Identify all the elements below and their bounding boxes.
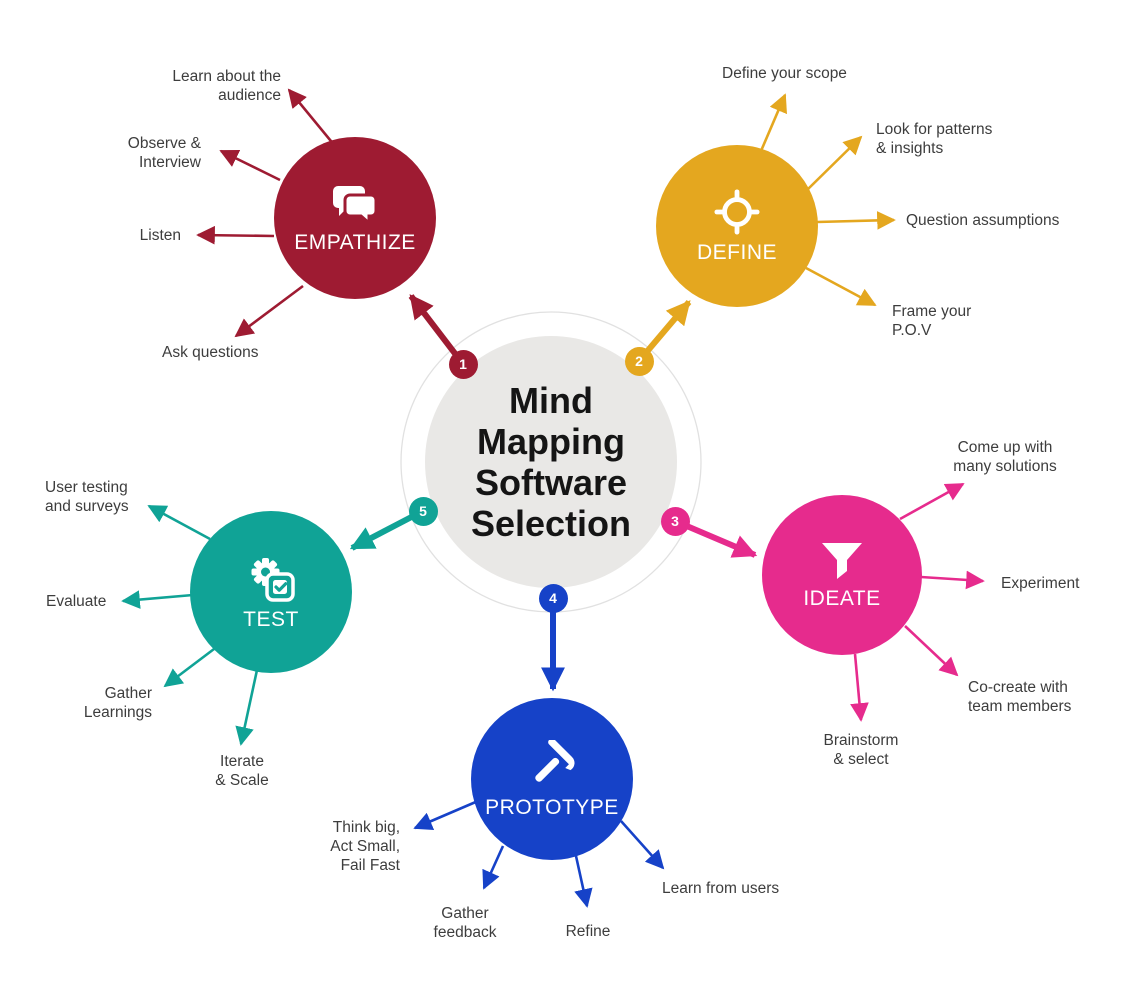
stage-node-test: TEST [190,511,352,673]
spoke-label-ideate-2: Co-create with team members [968,679,1072,715]
step-badge-4: 4 [538,583,568,613]
spoke-label-define-0: Define your scope [722,65,847,82]
arrow-ideate-spoke-0 [899,482,965,521]
spoke-label-test-0: User testing and surveys [45,479,129,515]
title-line: Software [474,462,628,503]
badge-number: 2 [635,353,643,369]
spoke-label-define-2: Question assumptions [906,212,1060,229]
gear-check-icon [251,558,295,602]
arrow-prototype-spoke-2 [574,855,593,908]
badge-number: 4 [549,590,557,606]
arrow-prototype-spoke-3 [620,820,665,870]
arrow-empathize-spoke-0 [287,88,337,147]
arrow-test-spoke-0 [147,504,211,541]
spoke-label-test-3: Iterate & Scale [215,753,269,789]
stage-node-empathize: EMPATHIZE [274,137,436,299]
arrow-empathize-spoke-1 [219,149,281,182]
title-line: Mapping [477,421,625,462]
stage-label-test: TEST [243,608,299,631]
arrow-define-spoke-2 [816,211,896,230]
spoke-label-prototype-1: Gather feedback [433,905,497,941]
stage-node-ideate: IDEATE [762,495,922,655]
spoke-label-define-3: Frame your P.O.V [892,303,972,339]
stage-label-define: DEFINE [696,241,777,264]
funnel-icon [822,543,862,579]
arrow-prototype-spoke-1 [482,845,505,890]
arrow-define-spoke-1 [805,135,863,192]
arrow-test-spoke-3 [235,669,259,746]
arrow-ideate-spoke-1 [920,570,985,590]
arrow-prototype-spoke-0 [413,799,479,830]
stage-label-prototype: PROTOTYPE [485,796,619,819]
arrow-define-spoke-0 [759,93,787,152]
spoke-label-empathize-3: Ask questions [162,344,259,361]
step-badge-3: 3 [660,506,690,536]
stage-node-define: DEFINE [656,145,818,307]
arrow-test-spoke-2 [163,644,219,688]
badge-number: 1 [459,356,467,372]
step-badge-2: 2 [624,346,654,376]
arrow-empathize-spoke-2 [196,225,275,245]
title-line: Mind [509,380,593,421]
badge-number: 5 [419,503,427,519]
spoke-label-define-1: Look for patterns & insights [876,121,993,157]
step-badge-5: 5 [408,496,438,526]
spoke-label-prototype-0: Think big, Act Small, Fail Fast [330,819,400,874]
badge-number: 3 [671,513,679,529]
arrow-empathize-spoke-3 [234,284,304,338]
spoke-label-empathize-1: Observe & Interview [127,135,201,171]
arrow-ideate-spoke-3 [850,653,869,722]
spoke-label-ideate-3: Brainstorm & select [823,732,899,768]
step-badge-1: 1 [448,349,478,379]
hammer-icon [535,740,575,782]
page-title: Mind Mapping Software Selection [425,380,677,544]
spoke-label-empathize-2: Listen [139,227,181,244]
arrow-test-spoke-1 [121,590,194,609]
spoke-label-ideate-1: Experiment [1001,575,1080,592]
crosshair-icon [714,189,760,235]
spoke-label-ideate-0: Come up with many solutions [953,439,1057,475]
stage-label-ideate: IDEATE [803,587,881,610]
spoke-label-test-1: Evaluate [46,593,107,610]
spoke-label-prototype-3: Learn from users [662,880,780,897]
spoke-label-prototype-2: Refine [565,923,611,940]
arrow-define-spoke-3 [805,266,877,307]
arrow-ideate-spoke-2 [904,625,959,677]
stage-node-prototype: PROTOTYPE [471,698,633,860]
spoke-label-empathize-0: Learn about the audience [172,68,281,104]
spoke-label-test-2: Gather Learnings [83,685,152,721]
title-line: Selection [470,503,632,544]
chat-bubbles-icon [333,186,378,225]
stage-label-empathize: EMPATHIZE [294,231,416,254]
